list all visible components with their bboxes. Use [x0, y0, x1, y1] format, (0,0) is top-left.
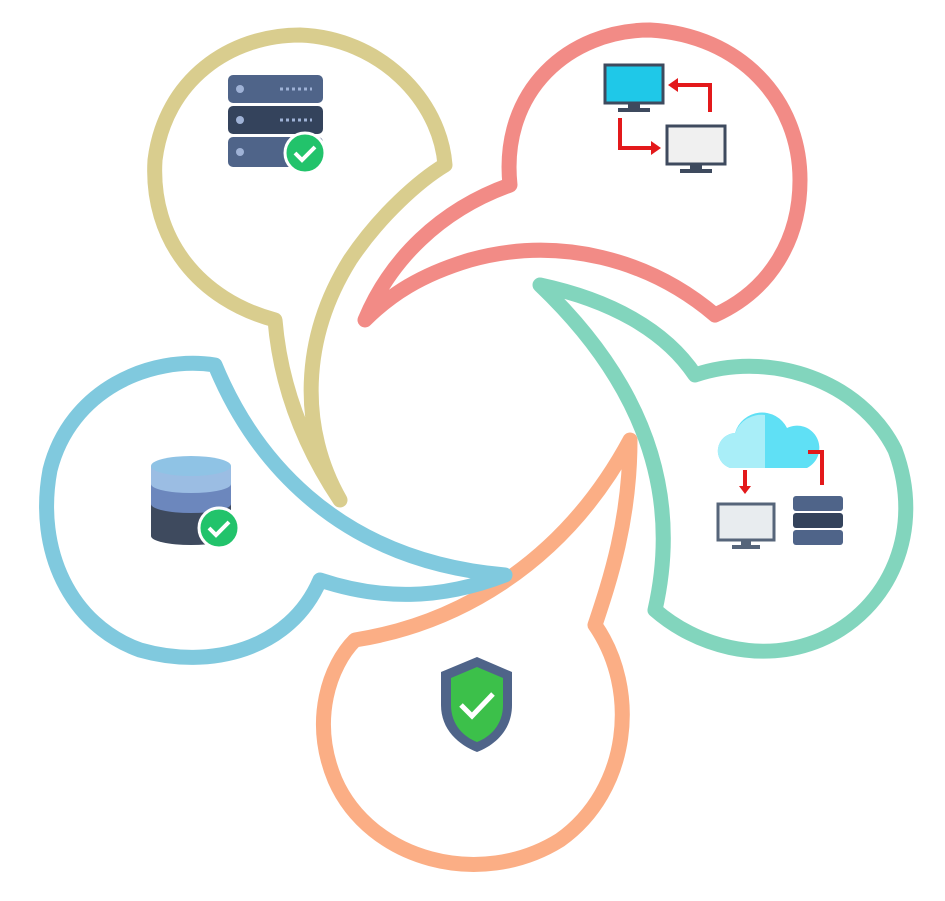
- petal-database-check: [39, 355, 513, 665]
- computer-transfer-icon: [603, 63, 727, 173]
- petal-server-check: [147, 27, 453, 508]
- database-check-icon: [151, 456, 241, 550]
- petal-computer-sync: [357, 22, 808, 328]
- petal-cloud-backup: [532, 277, 914, 659]
- cloud-server-computer-icon: [716, 412, 843, 549]
- server-rack-check-icon: [228, 75, 327, 175]
- petal-security: [316, 432, 638, 872]
- shield-check-icon: [441, 657, 512, 752]
